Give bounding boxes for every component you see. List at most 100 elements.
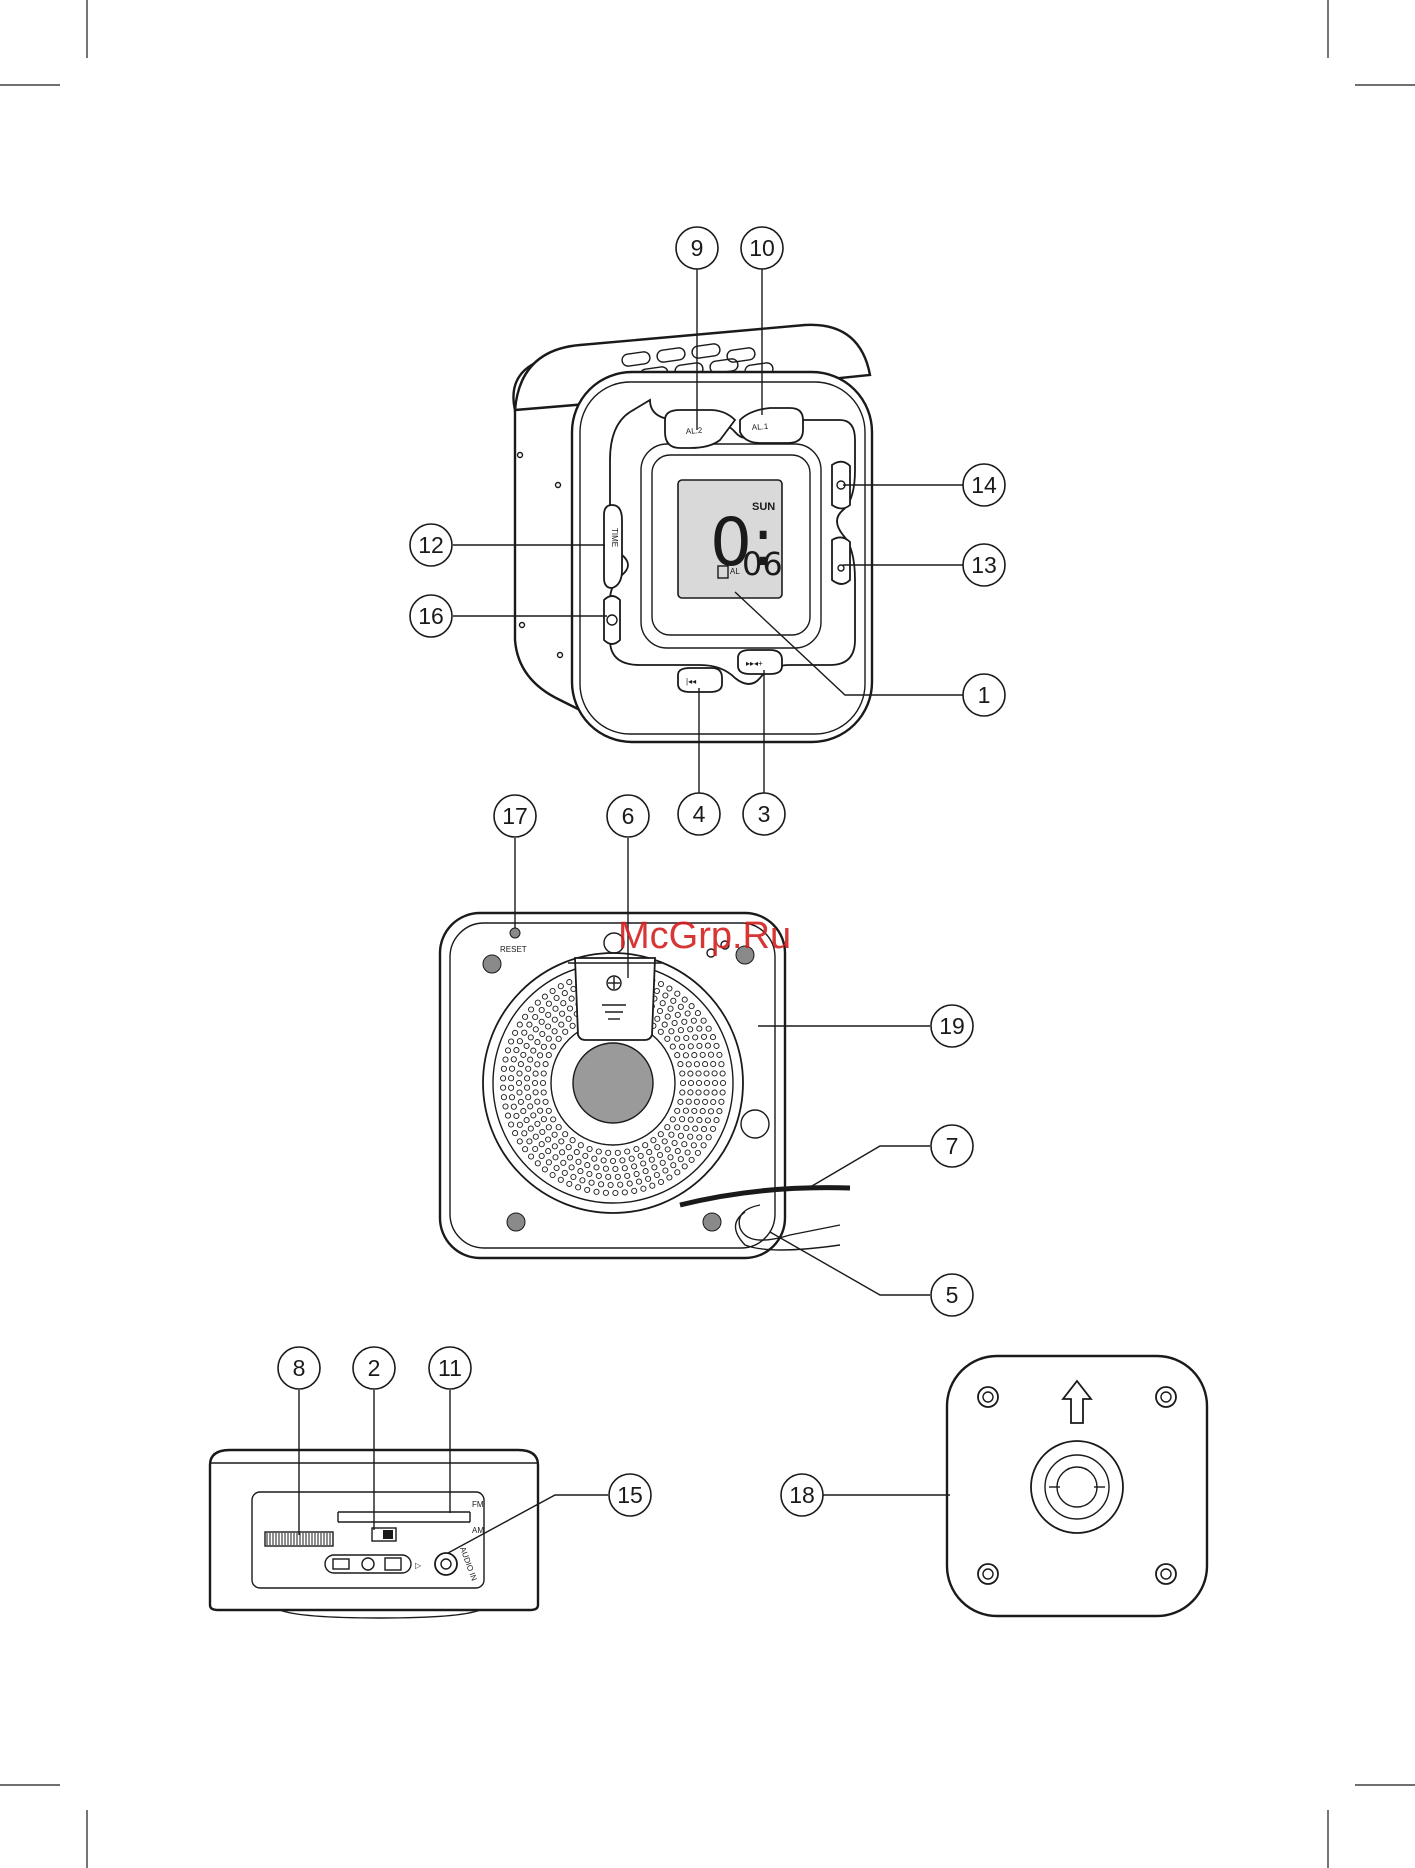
grille-hole	[682, 997, 687, 1002]
grille-hole	[694, 1099, 699, 1104]
grille-hole	[703, 1062, 708, 1067]
grille-hole	[670, 1117, 675, 1122]
grille-hole	[543, 1062, 548, 1067]
grille-hole	[683, 1053, 688, 1058]
svg-text:18: 18	[789, 1482, 815, 1508]
grille-hole	[526, 1095, 531, 1100]
grille-hole	[528, 1126, 533, 1131]
grille-hole	[688, 1027, 693, 1032]
grille-hole	[524, 1043, 529, 1048]
grille-hole	[663, 993, 668, 998]
grille-hole	[706, 1135, 711, 1140]
grille-hole	[563, 1029, 568, 1034]
grille-hole	[566, 1145, 571, 1150]
grille-hole	[620, 1158, 625, 1163]
grille-hole	[622, 1190, 627, 1195]
svg-text:14: 14	[971, 472, 997, 498]
prev-button[interactable]	[678, 668, 722, 692]
grille-hole	[641, 1161, 646, 1166]
grille-hole	[523, 1014, 528, 1019]
grille-hole	[529, 1007, 534, 1012]
grille-hole	[675, 1036, 680, 1041]
back-view: RESET	[440, 913, 850, 1258]
audio-in-jack[interactable]	[435, 1553, 457, 1575]
grille-hole	[533, 1027, 538, 1032]
grille-hole	[513, 1030, 518, 1035]
grille-hole	[714, 1043, 719, 1048]
grille-hole	[670, 1044, 675, 1049]
grille-hole	[682, 1142, 687, 1147]
grille-hole	[556, 1125, 561, 1130]
reset-button[interactable]	[510, 928, 520, 938]
grille-hole	[562, 991, 567, 996]
grille-hole	[686, 1099, 691, 1104]
grille-hole	[710, 1126, 715, 1131]
grille-hole	[574, 1150, 579, 1155]
grille-hole	[571, 1174, 576, 1179]
grille-hole	[546, 1125, 551, 1130]
grille-hole	[692, 1108, 697, 1113]
grille-hole	[518, 1099, 523, 1104]
grille-hole	[636, 1179, 641, 1184]
grille-hole	[632, 1188, 637, 1193]
grille-hole	[719, 1099, 724, 1104]
grille-hole	[663, 1168, 668, 1173]
grille-hole	[535, 1121, 540, 1126]
grille-hole	[693, 1035, 698, 1040]
grille-hole	[606, 1174, 611, 1179]
grille-hole	[675, 1149, 680, 1154]
grille-hole	[524, 1118, 529, 1123]
grille-hole	[695, 1150, 700, 1155]
grille-hole	[696, 1071, 701, 1076]
grille-hole	[660, 1160, 665, 1165]
grille-hole	[528, 1104, 533, 1109]
wall-mount-plate	[947, 1356, 1207, 1616]
grille-hole	[521, 1052, 526, 1057]
grille-hole	[533, 1014, 538, 1019]
svg-text:5: 5	[946, 1282, 959, 1308]
grille-hole	[662, 1139, 667, 1144]
grille-hole	[546, 1012, 551, 1017]
grille-hole	[525, 1085, 530, 1090]
grille-hole	[695, 1011, 700, 1016]
battery-cover	[575, 958, 655, 1040]
callout-6: 6	[607, 795, 649, 837]
grille-hole	[553, 1155, 558, 1160]
grille-hole	[526, 1066, 531, 1071]
grille-hole	[558, 984, 563, 989]
grille-hole	[703, 1099, 708, 1104]
svg-text:19: 19	[939, 1013, 965, 1039]
callout-8: 8	[278, 1347, 320, 1389]
grille-hole	[719, 1062, 724, 1067]
grille-hole	[701, 1143, 706, 1148]
svg-text:13: 13	[971, 552, 997, 578]
grille-hole	[675, 1012, 680, 1017]
grille-hole	[671, 998, 676, 1003]
grille-hole	[541, 1071, 546, 1076]
grille-hole	[618, 1182, 623, 1187]
grille-hole	[675, 1170, 680, 1175]
grille-hole	[682, 1019, 687, 1024]
grille-hole	[711, 1061, 716, 1066]
grille-hole	[560, 1011, 565, 1016]
grille-hole	[587, 1171, 592, 1176]
grille-hole	[552, 1029, 557, 1034]
grille-hole	[539, 1153, 544, 1158]
grille-hole	[688, 1044, 693, 1049]
mode-button[interactable]	[832, 537, 850, 584]
grille-hole	[535, 1161, 540, 1166]
callout-9: 9	[676, 227, 718, 269]
grille-hole	[509, 1076, 514, 1081]
grille-hole	[567, 980, 572, 985]
grille-hole	[578, 1169, 583, 1174]
alarm-1-button[interactable]	[740, 408, 803, 443]
svg-text:8: 8	[293, 1355, 306, 1381]
grille-hole	[696, 1090, 701, 1095]
grille-hole	[720, 1090, 725, 1095]
grille-hole	[711, 1099, 716, 1104]
grille-hole	[655, 1145, 660, 1150]
grille-hole	[517, 1071, 522, 1076]
grille-hole	[535, 1040, 540, 1045]
grille-hole	[667, 1175, 672, 1180]
